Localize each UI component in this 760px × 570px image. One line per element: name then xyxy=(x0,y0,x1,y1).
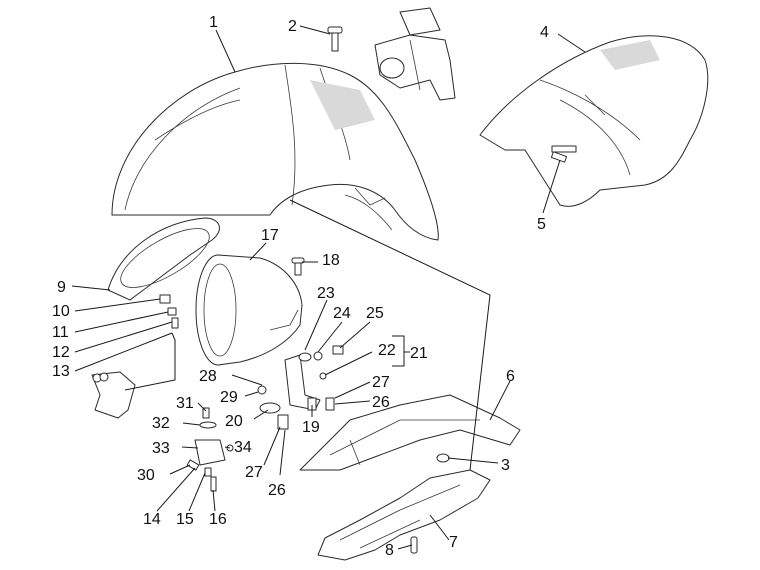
fasteners-parts-10-13 xyxy=(159,294,179,329)
callout-26-b: 26 xyxy=(268,482,286,499)
callout-21: 21 xyxy=(410,345,428,362)
small-parts-14-16-30-34 xyxy=(186,407,234,492)
callout-33: 33 xyxy=(152,440,170,457)
callout-8: 8 xyxy=(385,542,394,559)
callout-30: 30 xyxy=(137,467,155,484)
callout-27-a: 27 xyxy=(372,374,390,391)
callout-9: 9 xyxy=(57,279,66,296)
callout-22: 22 xyxy=(378,342,396,359)
callout-25: 25 xyxy=(366,305,384,322)
callout-labels: 1 2 3 4 5 6 7 8 9 10 11 12 13 14 15 16 1… xyxy=(52,14,549,559)
nut-part-3 xyxy=(436,453,450,463)
top-bracket xyxy=(374,7,456,101)
headlight-shell-part-17 xyxy=(195,254,303,366)
bolt-part-5 xyxy=(550,145,577,163)
leader-lines xyxy=(71,25,586,550)
underbody-tray-part-7 xyxy=(317,469,491,561)
headlight-rim-part-9 xyxy=(107,217,220,301)
callout-20: 20 xyxy=(225,413,243,430)
callout-1: 1 xyxy=(209,14,218,31)
callout-15: 15 xyxy=(176,511,194,528)
callout-7: 7 xyxy=(449,534,458,551)
callout-5: 5 xyxy=(537,216,546,233)
callout-23: 23 xyxy=(317,285,335,302)
signal-bracket xyxy=(91,371,136,419)
callout-32: 32 xyxy=(152,415,170,432)
mounting-bracket-parts-19-29 xyxy=(257,345,344,430)
front-fender-part-1 xyxy=(111,62,439,241)
callout-24: 24 xyxy=(333,305,351,322)
callout-29: 29 xyxy=(220,389,238,406)
screw-part-18 xyxy=(291,257,305,276)
callout-17: 17 xyxy=(261,227,279,244)
callout-11: 11 xyxy=(52,324,69,341)
callout-16: 16 xyxy=(209,511,227,528)
callout-31: 31 xyxy=(176,395,194,412)
callout-27-b: 27 xyxy=(245,464,263,481)
screw-part-2 xyxy=(327,26,343,52)
callout-4: 4 xyxy=(540,24,549,41)
rear-fender-part-4 xyxy=(479,35,709,207)
callout-6: 6 xyxy=(506,368,515,385)
callout-2: 2 xyxy=(288,18,297,35)
callout-13: 13 xyxy=(52,363,70,380)
callout-12: 12 xyxy=(52,344,70,361)
callout-26-a: 26 xyxy=(372,394,390,411)
callout-10: 10 xyxy=(52,303,70,320)
callout-3: 3 xyxy=(501,457,510,474)
callout-34: 34 xyxy=(234,439,252,456)
frame-rail-part-6 xyxy=(299,394,521,471)
callout-28: 28 xyxy=(199,368,217,385)
callout-18: 18 xyxy=(322,252,340,269)
callout-19: 19 xyxy=(302,419,320,436)
callout-14: 14 xyxy=(143,511,161,528)
